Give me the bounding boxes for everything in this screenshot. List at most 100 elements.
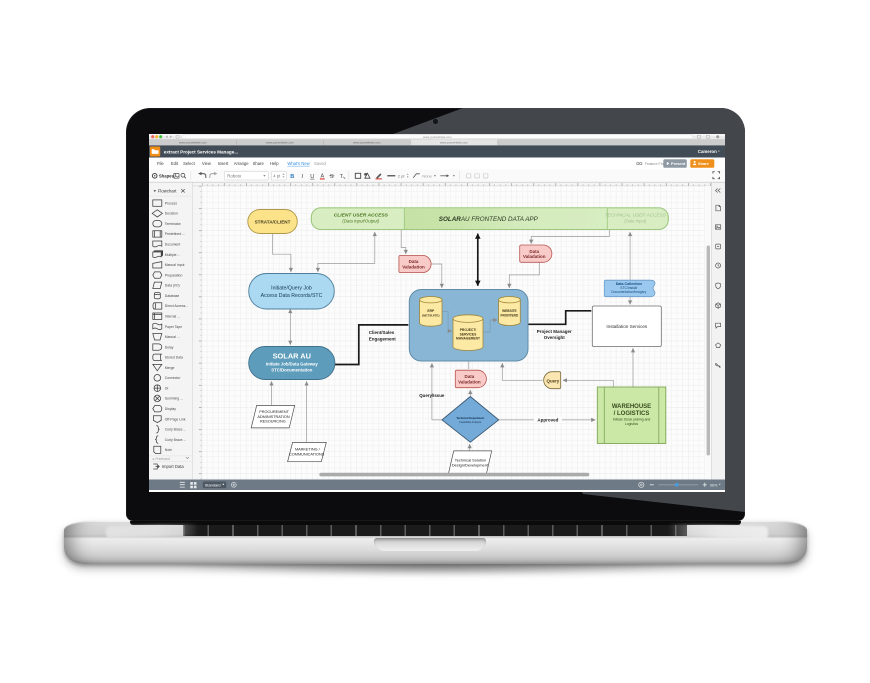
- svg-text:Valadation: Valadation: [458, 379, 481, 384]
- svg-text:None: None: [422, 173, 432, 178]
- svg-text:ADMINISTRATION: ADMINISTRATION: [257, 414, 289, 418]
- svg-text:/ LOGISTICS: / LOGISTICS: [613, 411, 649, 417]
- svg-text:Manual ...: Manual ...: [164, 335, 179, 339]
- svg-text:Share: Share: [252, 160, 264, 165]
- svg-text:Standard: Standard: [204, 482, 220, 487]
- svg-text:A: A: [320, 173, 324, 179]
- svg-text:STC/Documentation: STC/Documentation: [271, 367, 312, 372]
- svg-text:Engagement: Engagement: [368, 336, 396, 341]
- svg-text:Logistics: Logistics: [625, 422, 638, 426]
- svg-text:Data (I/O): Data (I/O): [164, 283, 179, 287]
- svg-text:Or: Or: [164, 386, 169, 390]
- svg-text:2 pt: 2 pt: [397, 173, 405, 178]
- svg-text:Query/Issue: Query/Issue: [419, 392, 445, 397]
- svg-text:Help: Help: [270, 160, 279, 165]
- svg-text:Technical Solution: Technical Solution: [455, 457, 486, 462]
- svg-text:Shapes: Shapes: [159, 173, 175, 178]
- svg-text:Paper Tape: Paper Tape: [164, 324, 181, 328]
- svg-text:extract Project Services Manag: extract Project Services Manage...: [163, 149, 237, 154]
- svg-text:Preparation: Preparation: [164, 273, 182, 277]
- svg-text:www.yourwebsite.com: www.yourwebsite.com: [423, 135, 452, 139]
- svg-text:www.yourwebsite.com: www.yourwebsite.com: [440, 140, 468, 144]
- svg-text:Cameron: Cameron: [697, 149, 716, 154]
- svg-text:Saved: Saved: [314, 160, 327, 165]
- svg-text:Share: Share: [698, 160, 710, 165]
- svg-text:Edit: Edit: [171, 160, 179, 165]
- svg-text:Insert: Insert: [217, 160, 228, 165]
- svg-text:Direct Access...: Direct Access...: [164, 304, 187, 308]
- svg-text:ERP: ERP: [427, 309, 435, 313]
- svg-text:Data Collection: Data Collection: [615, 282, 641, 286]
- svg-text:Documentation/Imagery: Documentation/Imagery: [611, 290, 646, 294]
- svg-text:Roboto: Roboto: [227, 173, 241, 178]
- svg-text:Curly Brace ...: Curly Brace ...: [164, 437, 186, 441]
- svg-text:Access Data Records/STC: Access Data Records/STC: [260, 292, 322, 298]
- svg-text:Internal ...: Internal ...: [164, 314, 179, 318]
- svg-text:4 pt: 4 pt: [273, 173, 281, 178]
- svg-text:Database: Database: [164, 293, 179, 297]
- svg-text:Display: Display: [164, 407, 175, 411]
- svg-text:Connector: Connector: [164, 376, 181, 380]
- svg-text:Curly Brace ...: Curly Brace ...: [164, 427, 186, 431]
- svg-text:Project Manager: Project Manager: [536, 328, 571, 333]
- svg-text:CLIENT USER ACCESS: CLIENT USER ACCESS: [333, 212, 388, 218]
- svg-text:I: I: [301, 173, 303, 179]
- svg-text:PROCUREMENT: PROCUREMENT: [259, 410, 289, 414]
- svg-text:Feasibility Analysis: Feasibility Analysis: [459, 419, 481, 423]
- svg-text:Off-Page Link: Off-Page Link: [164, 417, 185, 421]
- svg-text:Data: Data: [529, 248, 539, 253]
- svg-text:Delay: Delay: [164, 345, 173, 349]
- svg-text:TECHNICAL USER ACCESS: TECHNICAL USER ACCESS: [604, 212, 666, 217]
- svg-text:SOLAR AU: SOLAR AU: [272, 351, 310, 360]
- svg-text:Manual Input: Manual Input: [164, 263, 184, 267]
- svg-text:MARKETING /: MARKETING /: [295, 447, 321, 451]
- svg-text:Process: Process: [164, 201, 177, 205]
- svg-text:Stored Data: Stored Data: [164, 355, 182, 359]
- svg-text:SOLARAU FRONTEND DATA APP: SOLARAU FRONTEND DATA APP: [438, 215, 538, 222]
- svg-text:Initiate Job/Data Gateway: Initiate Job/Data Gateway: [265, 361, 318, 366]
- svg-text:www.yourwebsite.com: www.yourwebsite.com: [179, 140, 207, 144]
- svg-text:Approved: Approved: [537, 417, 558, 422]
- svg-text:Query: Query: [546, 378, 559, 383]
- svg-text:Valadation: Valadation: [523, 254, 546, 259]
- svg-text:96%: 96%: [709, 483, 717, 487]
- svg-text:File: File: [157, 160, 164, 165]
- svg-text:Arrange: Arrange: [233, 160, 249, 165]
- svg-text:PROJECT/: PROJECT/: [459, 328, 476, 332]
- svg-text:WAREHOUSE: WAREHOUSE: [612, 404, 651, 410]
- svg-text:Summing ...: Summing ...: [164, 396, 182, 400]
- svg-text:www.yourwebsite.com: www.yourwebsite.com: [353, 140, 381, 144]
- svg-text:Present: Present: [671, 160, 686, 165]
- svg-text:Feature Find: Feature Find: [644, 161, 665, 165]
- svg-text:MANAGEMENT: MANAGEMENT: [456, 336, 480, 340]
- svg-text:View: View: [202, 160, 212, 165]
- svg-text:Installation Services: Installation Services: [606, 323, 648, 328]
- svg-text:COMMUNICATIONS: COMMUNICATIONS: [289, 452, 325, 456]
- svg-text:Technical Department: Technical Department: [456, 416, 484, 420]
- svg-text:Multiple ...: Multiple ...: [164, 252, 180, 256]
- svg-text:Flowchart: Flowchart: [157, 188, 176, 193]
- svg-text:Import Data: Import Data: [161, 464, 184, 469]
- svg-text:S: S: [330, 173, 334, 179]
- svg-text:Predefined ...: Predefined ...: [164, 232, 184, 236]
- svg-text:(Data Input/Output): (Data Input/Output): [342, 218, 379, 223]
- svg-text:(NETSUITE): (NETSUITE): [422, 313, 439, 317]
- svg-text:Select: Select: [183, 160, 195, 165]
- svg-text:Data: Data: [408, 259, 418, 264]
- svg-text:What's New: What's New: [287, 160, 310, 165]
- svg-text:RESOURCING: RESOURCING: [260, 419, 286, 423]
- svg-text:www.yourwebsite.com: www.yourwebsite.com: [266, 140, 294, 144]
- svg-text:T: T: [339, 173, 343, 179]
- svg-text:Client/Sales: Client/Sales: [368, 330, 394, 335]
- svg-text:STC/Install/: STC/Install/: [620, 286, 637, 290]
- svg-text:Initiate/Query Job: Initiate/Query Job: [271, 285, 312, 291]
- svg-text:Oversight: Oversight: [543, 335, 565, 340]
- svg-text:Data: Data: [464, 374, 474, 379]
- svg-text:Note: Note: [164, 448, 171, 452]
- svg-text:Terminator: Terminator: [164, 221, 181, 225]
- svg-text:FRONTEND: FRONTEND: [500, 313, 518, 317]
- svg-text:STRATA/CLIENT: STRATA/CLIENT: [254, 219, 290, 224]
- svg-text:Document: Document: [164, 242, 180, 246]
- svg-text:SERVICES: SERVICES: [459, 332, 476, 336]
- svg-text:B: B: [290, 173, 294, 179]
